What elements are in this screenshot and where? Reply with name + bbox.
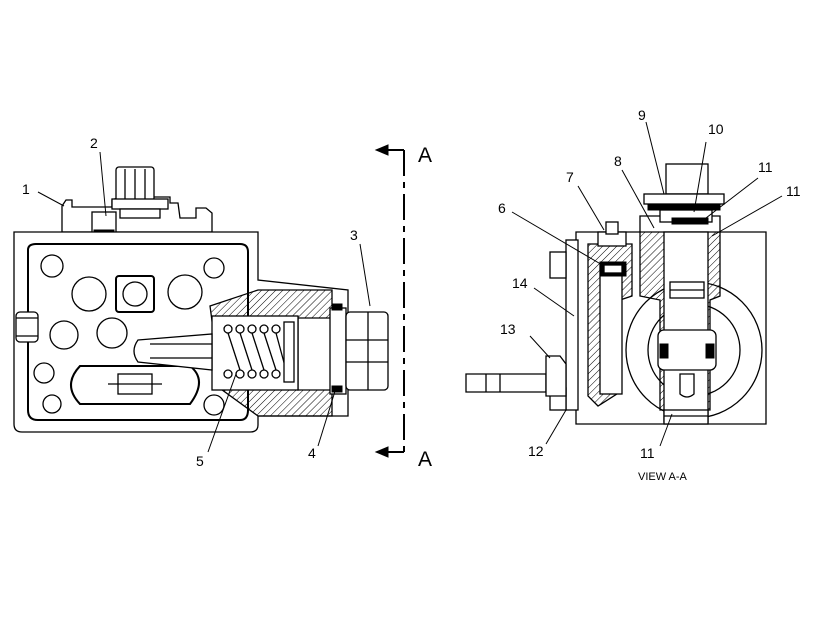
callout-10: 10 xyxy=(708,121,724,137)
callout-13: 13 xyxy=(500,321,516,337)
callout-4: 4 xyxy=(308,445,316,461)
callout-3: 3 xyxy=(350,227,358,243)
section-marker-bottom: A xyxy=(418,448,432,471)
callout-8: 8 xyxy=(614,153,622,169)
callout-11-bottom: 11 xyxy=(640,445,655,461)
section-line-a-a xyxy=(374,144,405,458)
callout-11-right: 11 xyxy=(786,183,801,199)
valve-body-left-view xyxy=(13,166,389,433)
callout-6: 6 xyxy=(498,200,506,216)
callout-2: 2 xyxy=(90,135,98,151)
valve-body-section-view xyxy=(465,163,767,425)
callout-11-top: 11 xyxy=(758,159,773,175)
callout-12: 12 xyxy=(528,443,544,459)
section-marker-top: A xyxy=(418,144,432,167)
leader-lines xyxy=(37,121,783,453)
callout-5: 5 xyxy=(196,453,204,469)
view-caption: VIEW A-A xyxy=(638,471,688,483)
spring-item-5 xyxy=(223,321,295,383)
callout-14: 14 xyxy=(512,275,528,291)
callout-1: 1 xyxy=(22,181,30,197)
top-plug xyxy=(111,166,169,219)
callout-9: 9 xyxy=(638,107,646,123)
spring-housing xyxy=(133,289,389,417)
callout-7: 7 xyxy=(566,169,574,185)
